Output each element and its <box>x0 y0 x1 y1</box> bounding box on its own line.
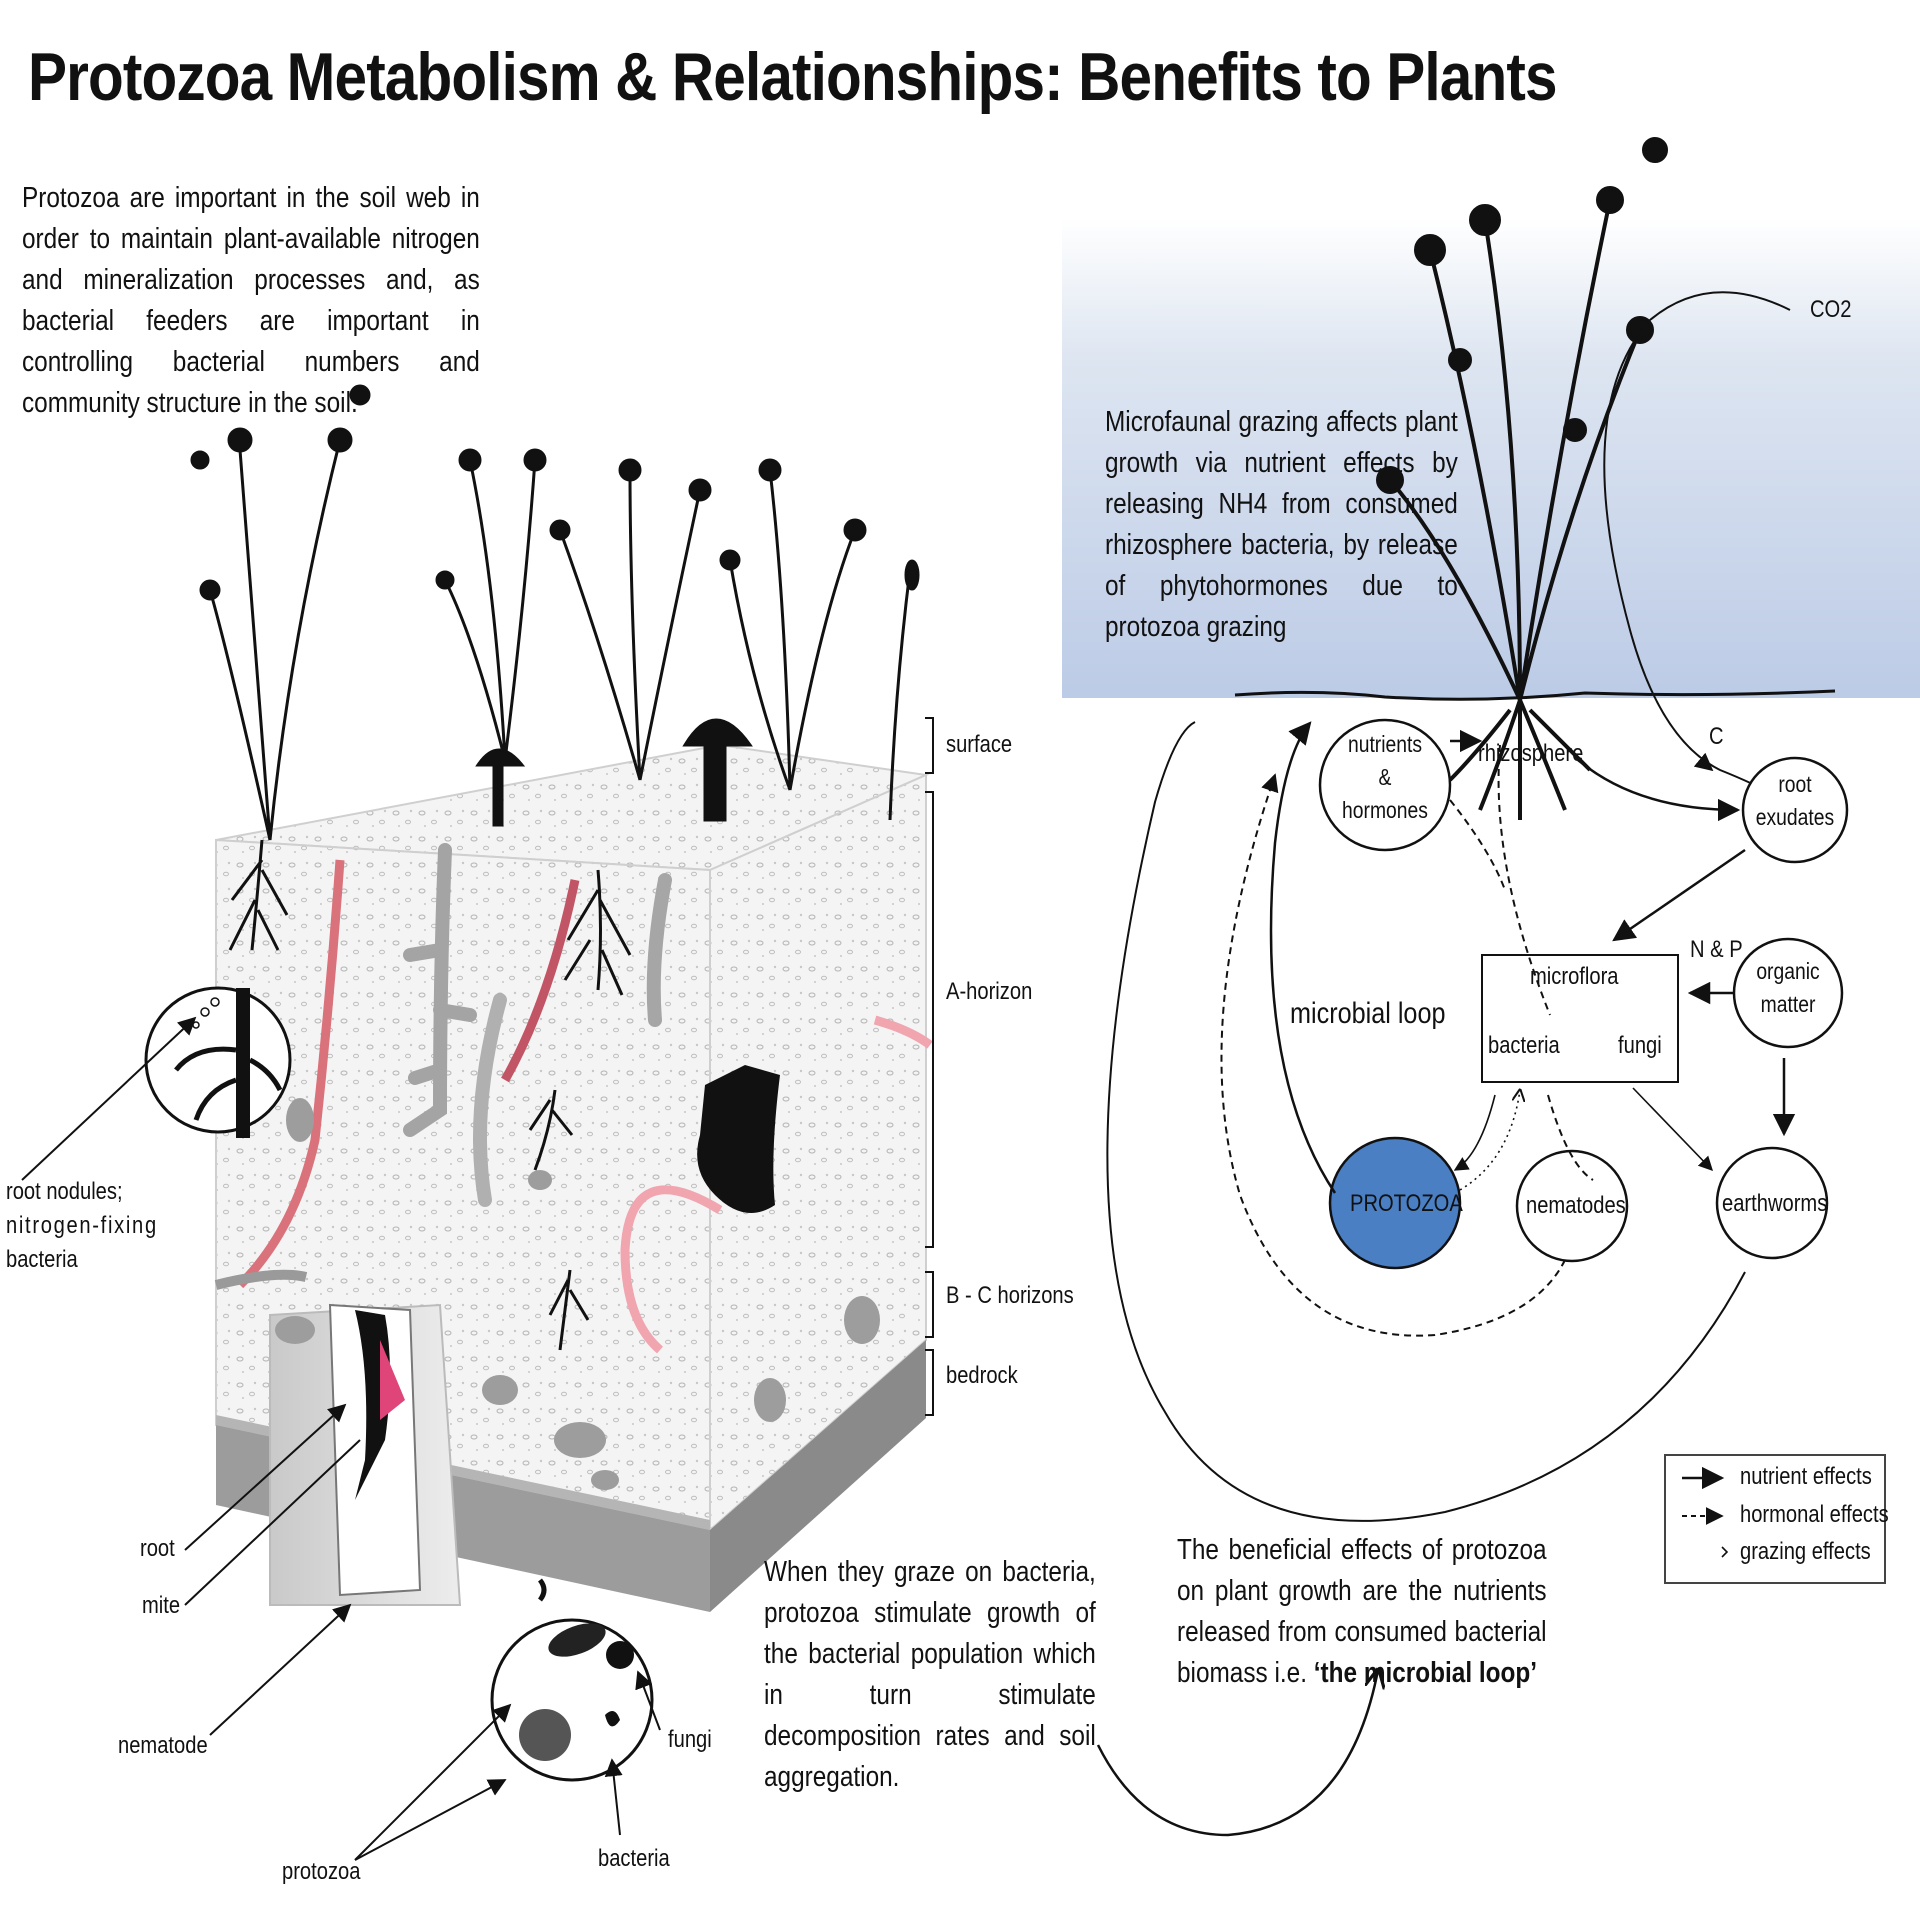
earthworms-node-label: earthworms <box>1722 1190 1828 1217</box>
grazing-description: Microfaunal grazing affects plant growth… <box>1105 406 1458 643</box>
bacteria-label: bacteria <box>598 1845 670 1872</box>
rhizosphere-plant <box>1376 137 1668 820</box>
layer-bracket <box>925 717 934 1416</box>
sky-background <box>1062 218 1920 698</box>
legend-hormonal-label: hormonal effects <box>1740 1501 1889 1528</box>
beneficial-text: The beneficial effects of protozoa on pl… <box>1177 1534 1547 1689</box>
surface-label: surface <box>946 731 1013 758</box>
beneficial-paragraph: The beneficial effects of protozoa on pl… <box>1177 1530 1547 1694</box>
n-p-label: N & P <box>1690 936 1743 963</box>
loop-return-arrow <box>1096 1670 1378 1837</box>
nematodes-node-label: nematodes <box>1526 1192 1626 1219</box>
bacteria-nodule-label: bacteria <box>6 1246 78 1273</box>
ground-line <box>1234 689 1836 701</box>
pit-callout-lines <box>184 1403 361 1736</box>
nutrients-hormones-node <box>1318 718 1452 852</box>
fungi-label: fungi <box>668 1726 712 1753</box>
rhizosphere-label: rhizosphere <box>1478 740 1584 767</box>
nitrogen-fixing-label: nitrogen-fixing <box>6 1212 158 1239</box>
nutrients-text: nutrients <box>1347 731 1423 757</box>
page-title: Protozoa Metabolism & Relationships: Ben… <box>28 39 1557 115</box>
bedrock-label: bedrock <box>946 1362 1018 1389</box>
plant-cluster <box>190 384 920 841</box>
co2-label: CO2 <box>1810 296 1852 323</box>
legend-grazing-label: grazing effects <box>1740 1538 1871 1565</box>
organic-text: organic <box>1756 958 1820 984</box>
grazing-arrows <box>1459 1090 1520 1191</box>
intro-paragraph: Protozoa are important in the soil web i… <box>22 182 480 419</box>
protozoa-node-label: PROTOZOA <box>1350 1190 1463 1217</box>
root-exudates-label: root exudates <box>1753 768 1837 834</box>
bc-horizons-label: B - C horizons <box>946 1282 1074 1309</box>
root-nodule-inset <box>21 986 292 1181</box>
nematodes-node <box>1515 1149 1629 1263</box>
root-nodules-label: root nodules; <box>6 1178 123 1205</box>
soil-block <box>214 743 933 1612</box>
organic-matter-node <box>1732 937 1844 1049</box>
microflora-box <box>1481 954 1679 1083</box>
microflora-fungi-label: fungi <box>1618 1032 1662 1059</box>
microflora-label: microflora <box>1530 963 1619 990</box>
microflora-bacteria-label: bacteria <box>1488 1032 1560 1059</box>
hormonal-arrows <box>1220 744 1594 1337</box>
carbon-label: C <box>1709 723 1724 750</box>
exudates-text: exudates <box>1755 804 1835 830</box>
a-horizon-label: A-horizon <box>946 978 1033 1005</box>
mite-label: mite <box>142 1592 181 1619</box>
legend-box <box>1664 1454 1886 1584</box>
ampersand-text: & <box>1378 764 1392 790</box>
nematode-label: nematode <box>118 1732 208 1759</box>
microbial-loop-emphasis: ‘the microbial loop’ <box>1313 1657 1538 1689</box>
root-label: root <box>140 1535 175 1562</box>
hormones-text: hormones <box>1342 797 1428 823</box>
organic-matter-label: organic matter <box>1746 955 1830 1021</box>
graze-paragraph: When they graze on bacteria, protozoa st… <box>764 1556 1096 1793</box>
microorganism-inset <box>354 1578 661 1861</box>
root-exudates-node <box>1741 756 1849 864</box>
microbial-loop-label: microbial loop <box>1290 997 1446 1030</box>
nutrients-hormones-label: nutrients & hormones <box>1335 728 1436 827</box>
legend-nutrient-label: nutrient effects <box>1740 1463 1872 1490</box>
matter-text: matter <box>1760 991 1816 1017</box>
earthworms-node <box>1715 1146 1829 1260</box>
nutrient-arrows <box>1106 721 1796 1522</box>
protozoa-node <box>1328 1136 1462 1270</box>
root-text: root <box>1778 771 1812 797</box>
protozoa-label: protozoa <box>282 1858 361 1885</box>
co2-arrow <box>1603 291 1801 811</box>
